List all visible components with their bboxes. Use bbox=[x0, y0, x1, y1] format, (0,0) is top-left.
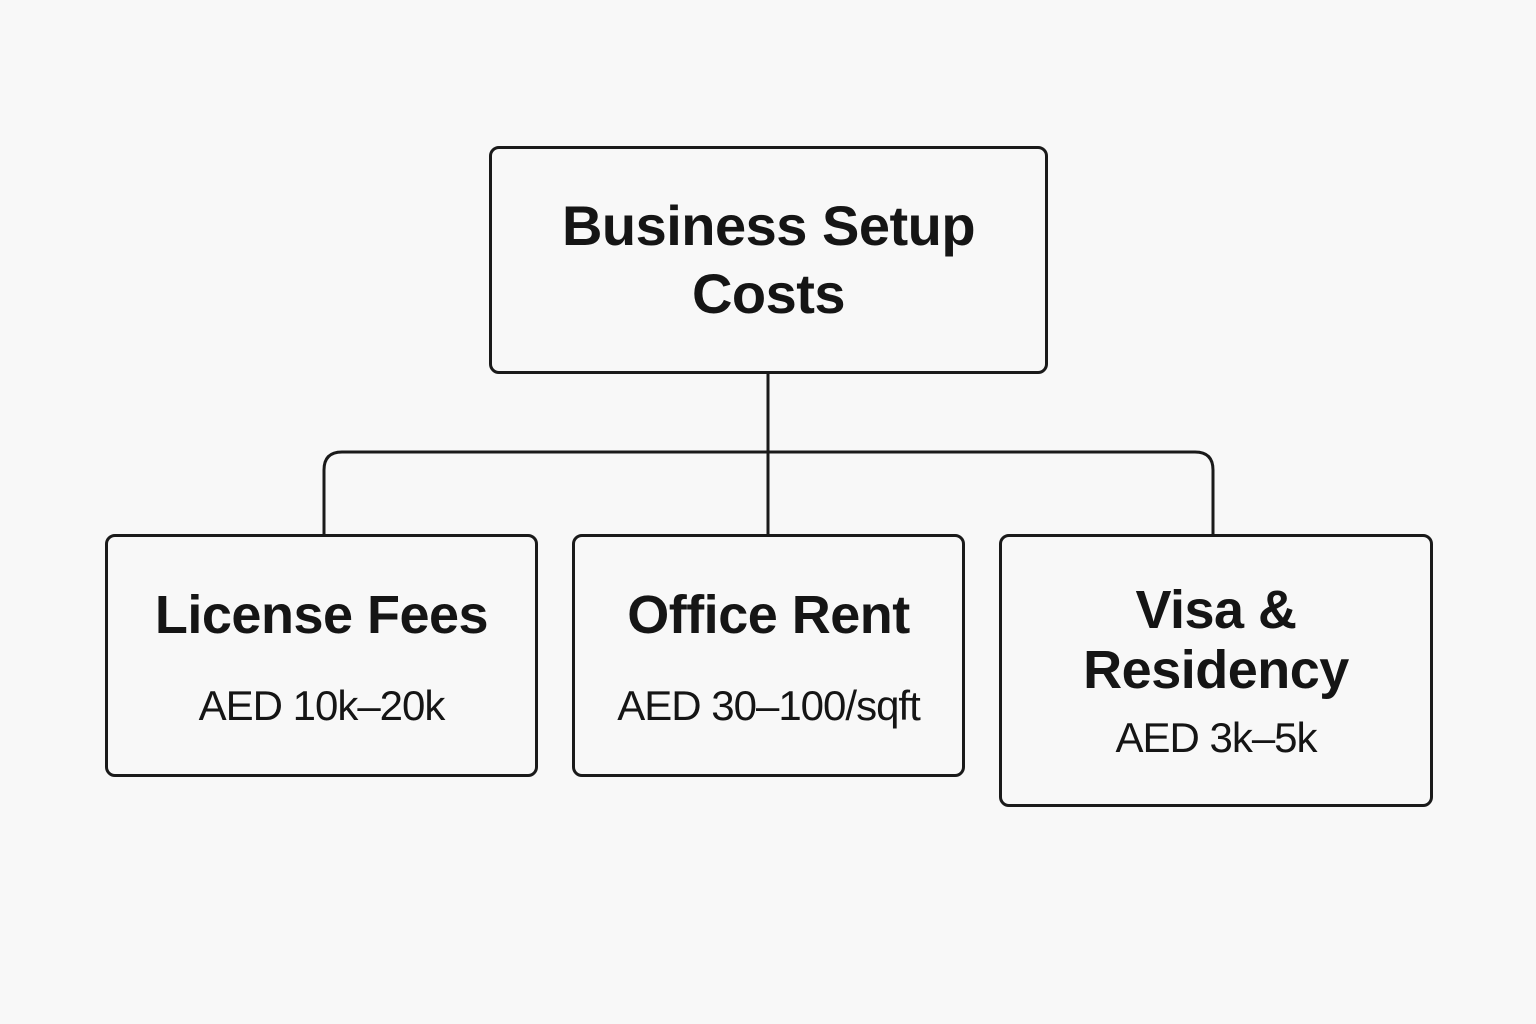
root-node-business-setup-costs: Business Setup Costs bbox=[489, 146, 1048, 374]
horizontal-branch-line bbox=[322, 450, 1215, 534]
node-title: Office Rent bbox=[627, 584, 910, 645]
node-title: License Fees bbox=[154, 584, 489, 645]
node-title-line-2: Residency bbox=[1083, 639, 1349, 700]
node-office-rent: Office Rent AED 30–100/sqft bbox=[572, 534, 965, 777]
node-visa-residency: Visa & Residency AED 3k–5k bbox=[999, 534, 1433, 807]
node-cost-value: AED 30–100/sqft bbox=[617, 681, 921, 729]
node-title-line-1: Visa & bbox=[1135, 579, 1297, 640]
node-cost-value: AED 3k–5k bbox=[1115, 713, 1317, 761]
node-license-fees: License Fees AED 10k–20k bbox=[105, 534, 538, 777]
node-cost-value: AED 10k–20k bbox=[198, 681, 446, 729]
root-title-line-2: Costs bbox=[691, 262, 846, 325]
root-title-line-1: Business Setup bbox=[561, 194, 976, 257]
